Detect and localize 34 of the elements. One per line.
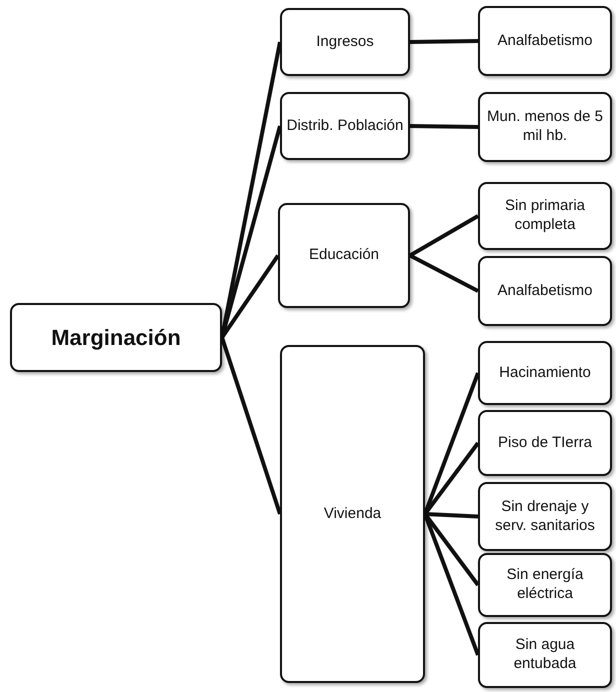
concept-box bbox=[478, 622, 612, 688]
concept-box bbox=[478, 92, 612, 162]
connector-line bbox=[409, 214, 479, 258]
concept-box bbox=[478, 182, 612, 250]
node-label: Sin energía eléctrica bbox=[506, 566, 584, 604]
connector-line bbox=[410, 39, 478, 44]
node-label: Analfabetismo bbox=[497, 282, 593, 300]
concept-box bbox=[478, 6, 612, 76]
node-label: Sin primaria completa bbox=[504, 197, 586, 235]
connector-line bbox=[410, 124, 478, 129]
node-label: Educación bbox=[308, 246, 380, 265]
connector-line bbox=[424, 512, 478, 518]
concept-box bbox=[280, 92, 410, 160]
node-label: Vivienda bbox=[324, 504, 382, 524]
node-label: Hacinamiento bbox=[499, 364, 591, 382]
connector-line bbox=[220, 336, 282, 515]
concept-box bbox=[478, 341, 612, 405]
concept-box bbox=[280, 8, 410, 76]
node-label: Ingresos bbox=[316, 32, 374, 52]
concept-box bbox=[478, 410, 612, 476]
node-label: Piso de TIerra bbox=[498, 434, 592, 452]
concept-box bbox=[280, 345, 425, 683]
node-label: Analfabetismo bbox=[497, 32, 593, 50]
node-label: Sin drenaje y serv. sanitarios bbox=[494, 498, 596, 536]
concept-box bbox=[478, 256, 612, 326]
concept-box bbox=[10, 303, 222, 372]
concept-box bbox=[478, 553, 612, 617]
concept-box bbox=[478, 482, 612, 551]
node-label: Distrib. Población bbox=[286, 116, 404, 136]
node-label: Mun. menos de 5 mil hb. bbox=[486, 108, 604, 146]
connector-line bbox=[409, 254, 479, 293]
concept-box bbox=[278, 203, 410, 308]
node-label: Sin agua entubada bbox=[512, 636, 578, 674]
node-label: Marginación bbox=[51, 324, 181, 352]
